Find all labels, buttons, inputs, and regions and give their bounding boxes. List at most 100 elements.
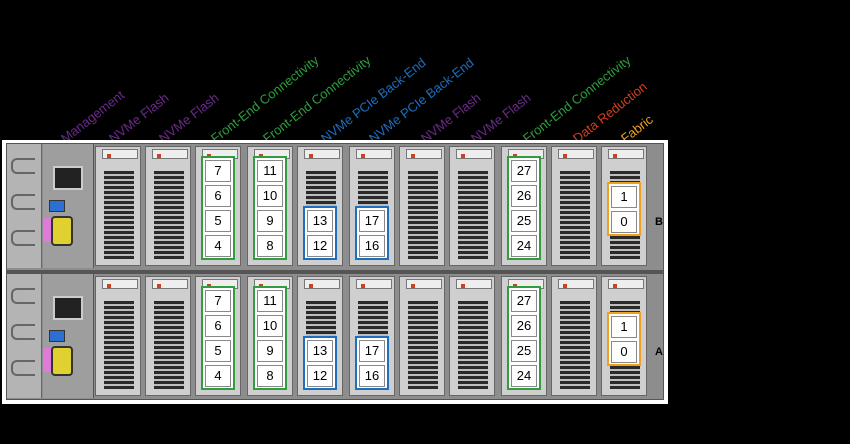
io-slot-8 (449, 146, 495, 266)
ethernet-port-icon (53, 166, 83, 190)
slot-latch-icon (406, 149, 442, 159)
controller-letter: A (655, 346, 663, 358)
port-label: 16 (359, 235, 385, 257)
slot-latch-icon (558, 279, 594, 289)
port-label: 27 (511, 160, 537, 182)
slot-latch-icon (608, 149, 644, 159)
io-slot-7 (399, 146, 445, 266)
slot-latch-icon (304, 279, 340, 289)
io-slot-1 (95, 276, 141, 396)
port-label: 16 (359, 365, 385, 387)
slot-latch-icon (304, 149, 340, 159)
port-label: 1 (611, 316, 637, 338)
port-label: 4 (205, 365, 231, 387)
port-label: 12 (307, 365, 333, 387)
port-label: 11 (257, 160, 283, 182)
slot-latch-icon (356, 279, 392, 289)
port-label: 13 (307, 210, 333, 232)
port-group-fe2: 11 10 9 8 (253, 286, 287, 390)
usb-port-icon (49, 200, 65, 212)
port-label: 8 (257, 365, 283, 387)
port-label: 8 (257, 235, 283, 257)
port-label: 26 (511, 315, 537, 337)
ear-bracket-icon (11, 230, 35, 246)
port-group-fe1: 7 6 5 4 (201, 286, 235, 390)
port-label: 24 (511, 235, 537, 257)
port-label: 24 (511, 365, 537, 387)
port-label: 13 (307, 340, 333, 362)
port-label: 10 (257, 315, 283, 337)
vent-grille (154, 171, 184, 259)
ear-bracket-icon (11, 158, 35, 174)
slot-latch-icon (102, 279, 138, 289)
controller-divider (7, 270, 663, 274)
vent-grille (458, 301, 488, 389)
slot-latch-icon (406, 279, 442, 289)
management-module (43, 274, 94, 398)
port-label: 6 (205, 185, 231, 207)
vent-grille (458, 171, 488, 259)
slot-latch-icon (152, 279, 188, 289)
vent-grille (104, 171, 134, 259)
ear-bracket-icon (11, 194, 35, 210)
port-label: 1 (611, 186, 637, 208)
port-group-fe1: 7 6 5 4 (201, 156, 235, 260)
port-label: 17 (359, 210, 385, 232)
slot-latch-icon (356, 149, 392, 159)
port-label: 5 (205, 340, 231, 362)
port-label: 4 (205, 235, 231, 257)
ear-bracket-icon (11, 324, 35, 340)
console-port-icon (43, 218, 53, 242)
slot-latch-icon (102, 149, 138, 159)
port-label: 11 (257, 290, 283, 312)
port-label: 25 (511, 210, 537, 232)
vent-grille (104, 301, 134, 389)
controller-letter: B (655, 216, 663, 228)
serial-port-icon (51, 216, 73, 246)
port-label: 0 (611, 211, 637, 233)
vent-grille (560, 301, 590, 389)
port-label: 9 (257, 210, 283, 232)
management-module (43, 144, 94, 268)
port-label: 6 (205, 315, 231, 337)
chassis-ear (7, 144, 42, 268)
io-slot-2 (145, 146, 191, 266)
port-label: 7 (205, 160, 231, 182)
io-slot-1 (95, 146, 141, 266)
port-label: 27 (511, 290, 537, 312)
port-label: 17 (359, 340, 385, 362)
slot-latch-icon (558, 149, 594, 159)
console-port-icon (43, 348, 53, 372)
serial-port-icon (51, 346, 73, 376)
io-slot-8 (449, 276, 495, 396)
io-slot-10 (551, 146, 597, 266)
ear-bracket-icon (11, 288, 35, 304)
port-label: 25 (511, 340, 537, 362)
slot-latch-icon (456, 149, 492, 159)
slot-latch-icon (456, 279, 492, 289)
port-label: 5 (205, 210, 231, 232)
slot-latch-icon (152, 149, 188, 159)
vent-grille (154, 301, 184, 389)
slot-latch-icon (608, 279, 644, 289)
port-label: 9 (257, 340, 283, 362)
vent-grille (408, 171, 438, 259)
usb-port-icon (49, 330, 65, 342)
ear-bracket-icon (11, 360, 35, 376)
io-slot-2 (145, 276, 191, 396)
io-slot-7 (399, 276, 445, 396)
port-label: 7 (205, 290, 231, 312)
port-label: 12 (307, 235, 333, 257)
port-group-fe3: 27 26 25 24 (507, 286, 541, 390)
